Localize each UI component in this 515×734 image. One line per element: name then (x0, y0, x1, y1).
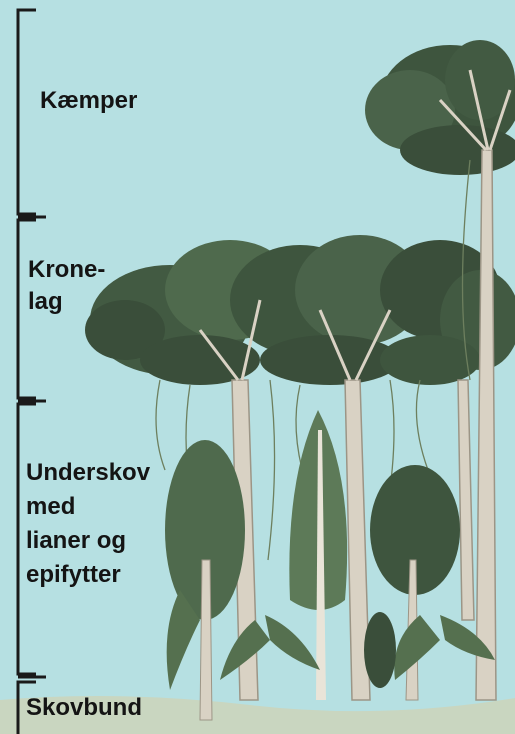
layer-label-understory: Underskov med lianer og epifytter (26, 456, 150, 592)
layer-label-floor: Skovbund (26, 693, 142, 723)
layer-label-emergent: Kæmper (40, 86, 137, 116)
understory-trees (165, 410, 460, 720)
layer-brackets (18, 10, 46, 734)
layer-label-canopy: Krone- lag (28, 254, 105, 318)
canopy-foliage (85, 235, 515, 385)
